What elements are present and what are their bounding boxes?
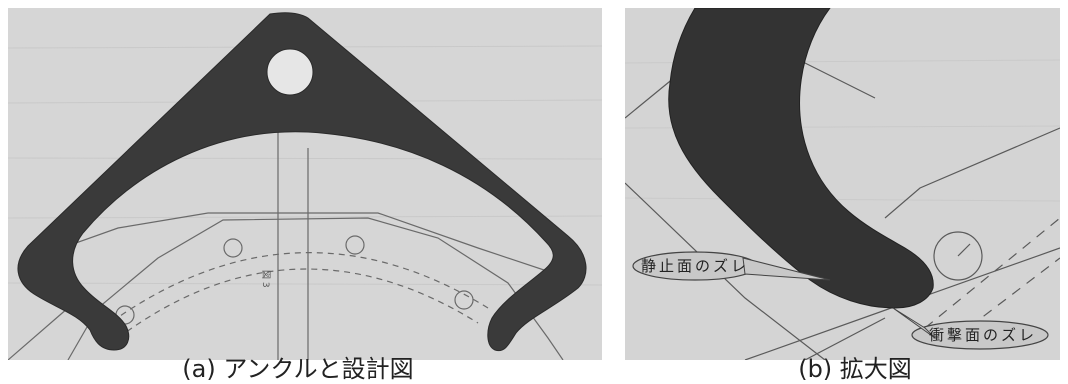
photo-anchor-on-drawing: 図 3 bbox=[8, 8, 602, 360]
callout-impact-surface-offset: 衝撃面のズレ bbox=[892, 307, 1049, 350]
photo-enlarged-view: 静止面のズレ 衝撃面のズレ bbox=[625, 8, 1060, 360]
callout-static-surface-offset: 静止面のズレ bbox=[632, 251, 831, 281]
enlarged-view-image: 静止面のズレ 衝撃面のズレ bbox=[625, 8, 1060, 360]
anchor-drawing-image: 図 3 bbox=[8, 8, 602, 360]
caption-a: (a) アンクルと設計図 bbox=[182, 355, 414, 383]
callout-label-impact: 衝撃面のズレ bbox=[929, 326, 1037, 344]
callout-label-static: 静止面のズレ bbox=[641, 257, 749, 275]
caption-b: (b) 拡大図 bbox=[798, 355, 912, 383]
pivot-hole bbox=[266, 48, 314, 96]
anchor-limb bbox=[668, 8, 934, 309]
drawing-stamp: 図 3 bbox=[260, 270, 271, 288]
design-drawing bbox=[8, 128, 569, 360]
